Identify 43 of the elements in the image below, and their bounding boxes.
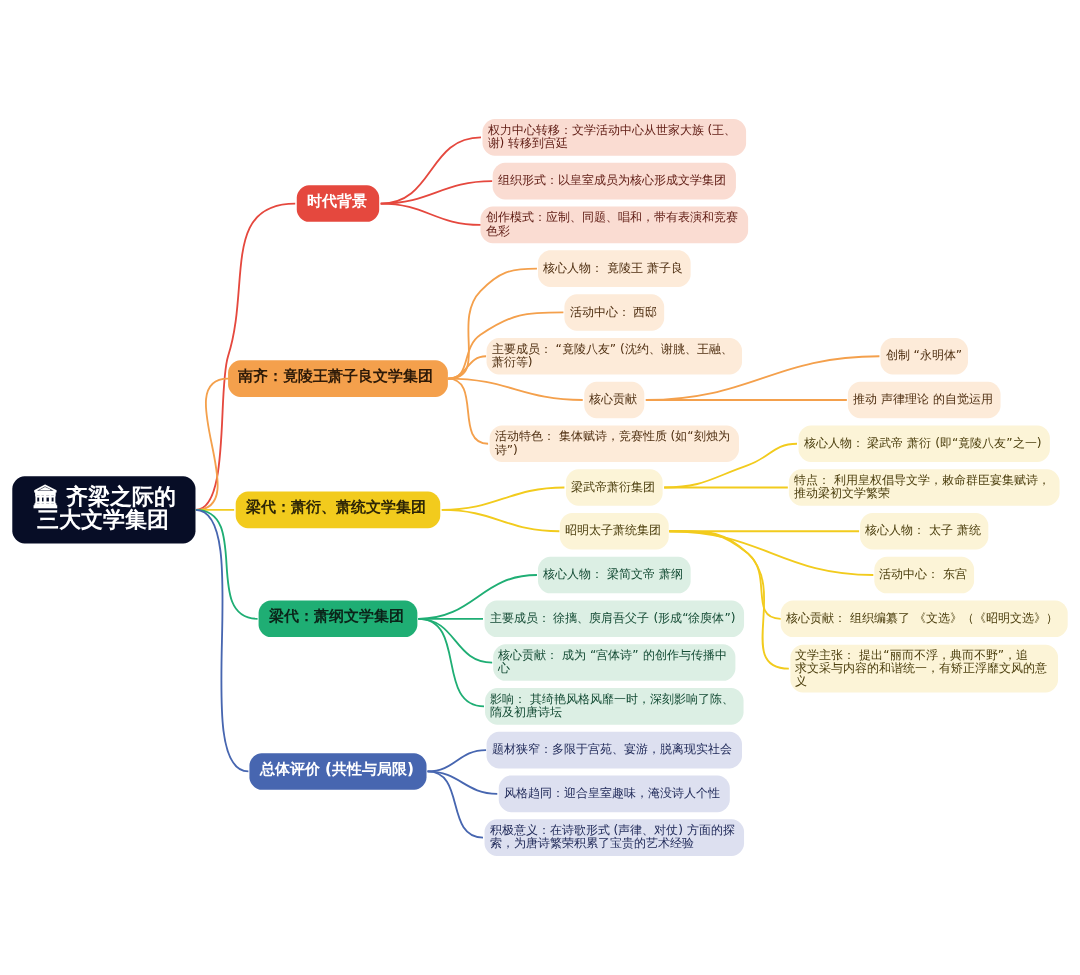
connector (379, 136, 482, 205)
node-box: 昭明太子萧统集团 (559, 512, 669, 550)
node-box: 组织形式：以皇室成员为核心形成文学集团 (492, 162, 736, 200)
node-box: 南齐：竟陵王萧子良文学集团 (228, 360, 448, 397)
connector (644, 399, 848, 401)
node-box: 活动特色： 集体赋诗，竞赛性质 (如“刻烛为诗”) (489, 425, 739, 463)
connector (668, 530, 790, 670)
node-box: 创制 “永明体” (880, 337, 968, 375)
node-box: 核心人物： 竟陵王 萧子良 (537, 250, 691, 287)
node-box: 特点： 利用皇权倡导文学，敕命群臣宴集赋诗，推动梁初文学繁荣 (788, 469, 1060, 506)
node-box: 核心人物： 梁简文帝 萧纲 (537, 556, 691, 594)
connector (644, 355, 881, 401)
node-box: 风格趋同：迎合皇室趣味，淹没诗人个性 (498, 775, 730, 813)
node-box: 梁武帝萧衍集团 (565, 469, 663, 506)
node-box: 总体评价 (共性与局限) (249, 753, 427, 790)
node-box: 梁代：萧衍、萧统文学集团 (235, 491, 441, 529)
node-box: 积极意义：在诗歌形式 (声律、对仗) 方面的探索，为唐诗繁荣积累了宝贵的艺术经验 (484, 819, 745, 856)
connector (663, 442, 798, 489)
node-box: 题材狭窄：多限于宫苑、宴游，脱离现实社会 (486, 731, 743, 769)
node-box: 核心贡献 (584, 381, 645, 419)
node-box: 活动中心： 西邸 (564, 294, 665, 331)
node-box: 时代背景 (296, 185, 380, 222)
connector (440, 508, 561, 533)
node-box: 权力中心转移：文学活动中心从世家大族 (王、谢) 转移到宫廷 (482, 119, 747, 156)
node-box: 主要成员： “竟陵八友” (沈约、谢朓、王融、萧衍等) (486, 337, 743, 375)
connector (446, 377, 489, 445)
node-box: 影响： 其绮艳风格风靡一时，深刻影响了陈、隋及初唐诗坛 (485, 688, 744, 725)
connector (426, 749, 487, 773)
node-box: 文学主张： 提出“丽而不浮，典而不野”，追求文采与内容的和谐统一，有矫正浮靡文风的意义 (790, 644, 1059, 693)
node-box: 🏛 齐梁之际的三大文学集团 (12, 476, 196, 544)
node-box: 核心人物： 太子 萧统 (860, 512, 989, 550)
node-box: 创作模式：应制、同题、唱和，带有表演和竞赛色彩 (480, 206, 749, 244)
connector (426, 770, 484, 839)
node-box: 主要成员： 徐摛、庾肩吾父子 (形成“徐庾体”) (484, 600, 745, 638)
node-box: 活动中心： 东宫 (874, 556, 975, 594)
node-box: 核心贡献： 成为 “宫体诗” 的创作与传播中心 (493, 644, 736, 681)
connector (379, 202, 482, 226)
node-box: 梁代：萧纲文学集团 (258, 600, 418, 638)
node-box: 核心人物： 梁武帝 萧衍 (即“竟陵八友”之一) (798, 425, 1050, 463)
connector (417, 617, 485, 708)
connector (663, 486, 789, 489)
node-box: 核心贡献： 组织编纂了 《文选》（《昭明文选》） (780, 600, 1068, 638)
node-box: 推动 声律理论 的自觉运用 (847, 381, 1001, 419)
